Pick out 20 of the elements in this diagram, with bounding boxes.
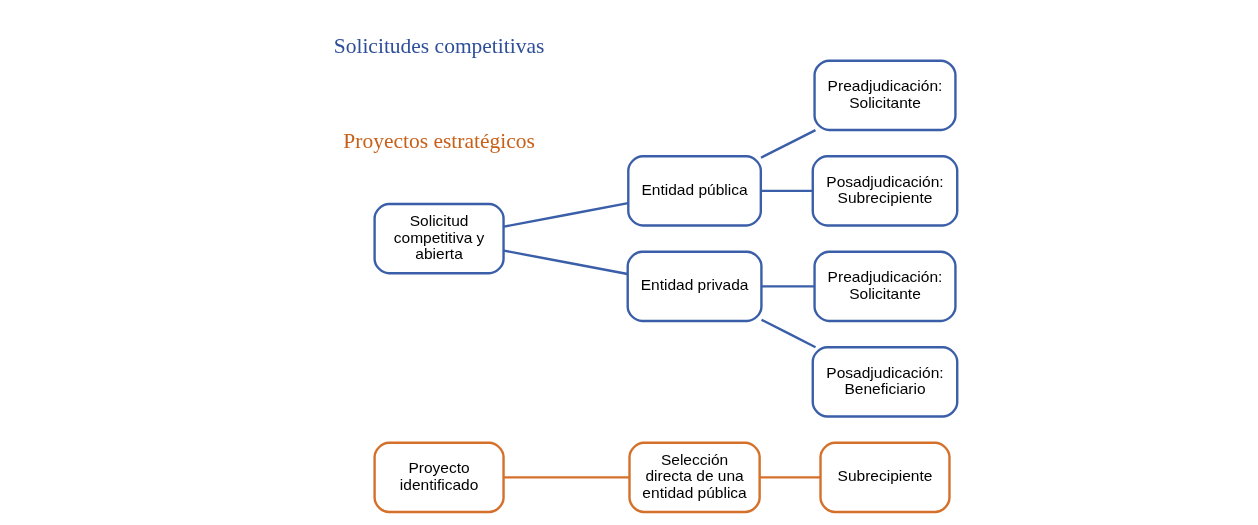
connector	[503, 476, 629, 479]
node-box: Proyecto identificado	[372, 441, 505, 514]
connector	[503, 249, 628, 276]
connector	[503, 202, 628, 228]
node-box: Solicitud competitiva y abierta	[372, 202, 505, 275]
node-box: Entidad pública	[626, 155, 762, 227]
node-box: Preadjudicación: Solicitante	[812, 59, 957, 132]
label: Proyectos estratégicos	[342, 129, 535, 154]
connector	[761, 285, 814, 288]
connector	[760, 189, 813, 193]
connector	[760, 318, 816, 349]
label: Solicitudes competitivas	[333, 33, 544, 58]
connector	[759, 476, 820, 479]
node-box: Posadjudicación: Beneficiario	[811, 346, 958, 418]
node-box: Subrecipiente	[818, 441, 951, 514]
node-box: Posadjudicación: Subrecipiente	[811, 155, 958, 227]
node-box: Selección directa de una entidad pública	[627, 441, 761, 514]
connector	[759, 129, 816, 159]
node-box: Entidad privada	[626, 250, 763, 323]
node-box: Preadjudicación: Solicitante	[812, 250, 957, 323]
